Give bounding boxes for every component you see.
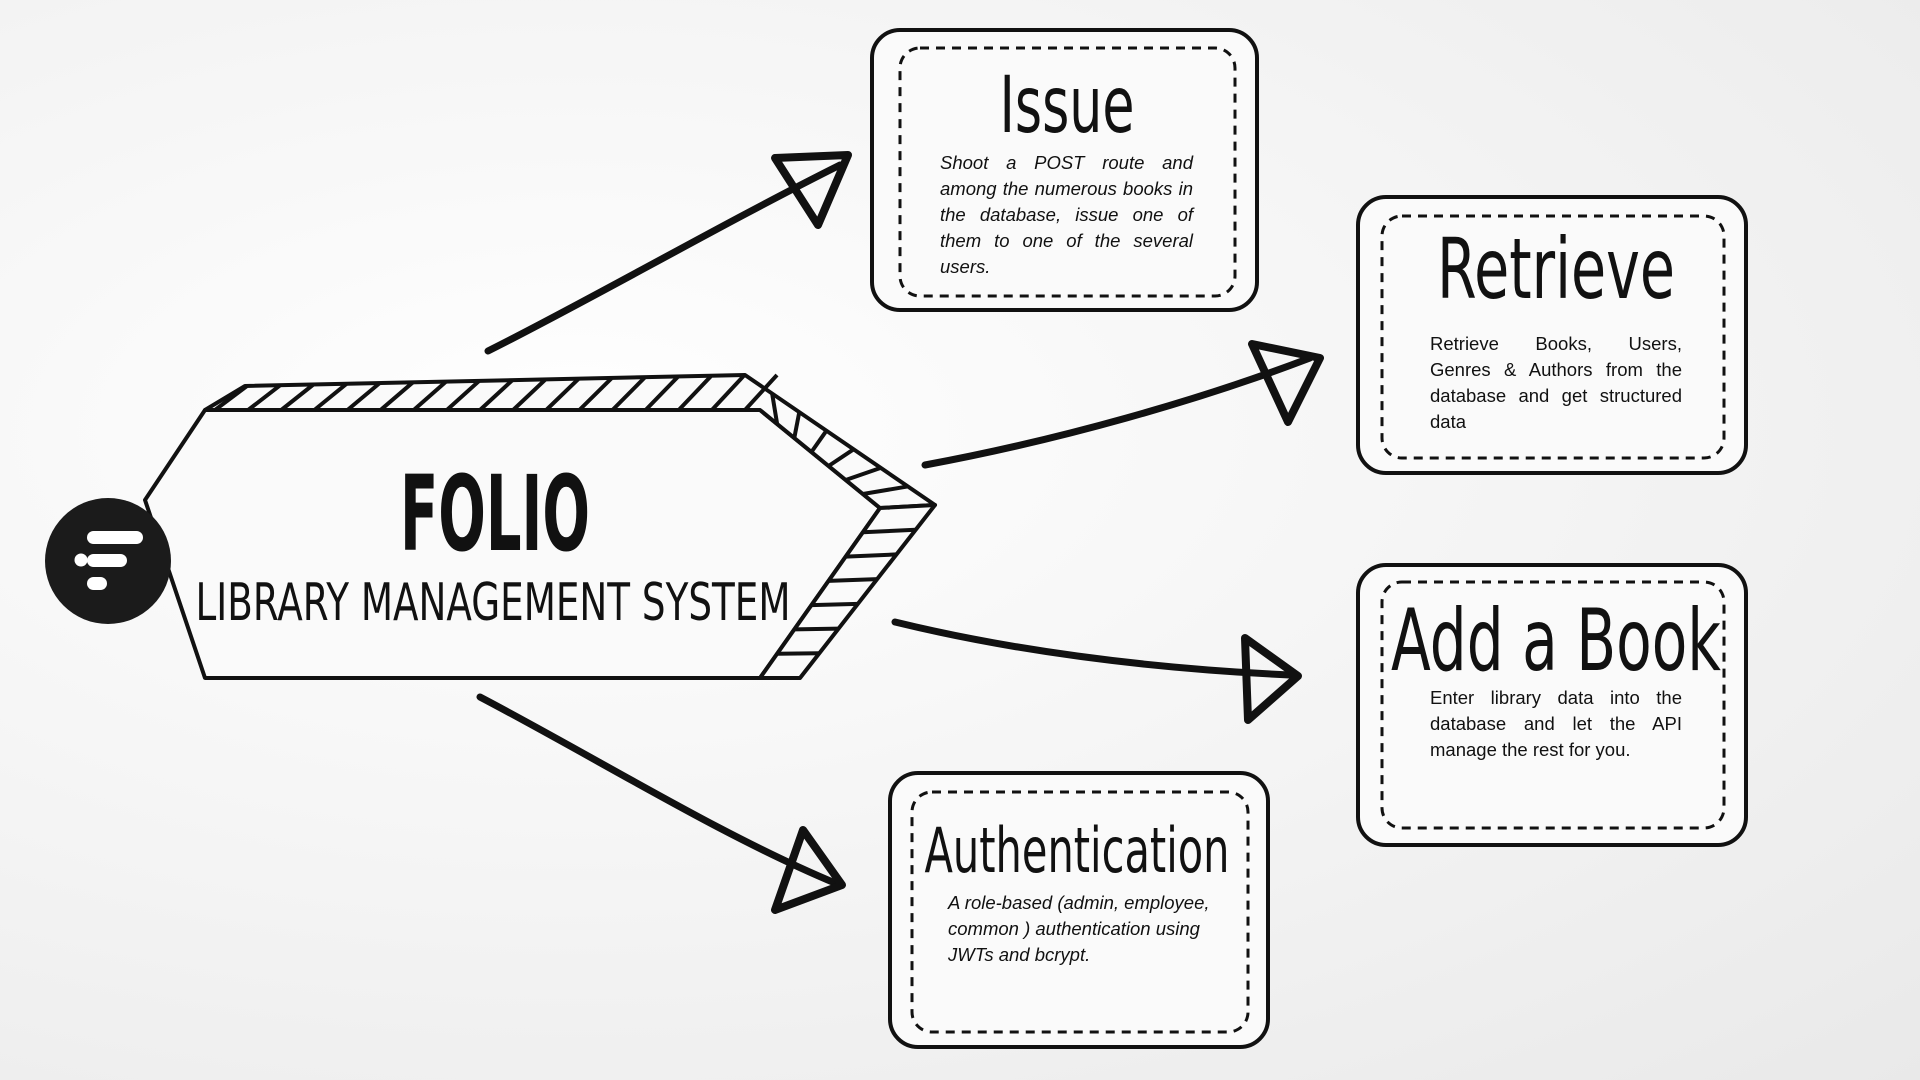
hatch-mark — [246, 383, 282, 412]
hatch-mark — [710, 374, 746, 412]
central-subtitle: LIBRARY MANAGEMENT SYSTEM — [196, 573, 791, 633]
hatch-mark — [811, 601, 858, 608]
hatch-mark — [770, 393, 780, 425]
hatch-mark — [792, 411, 802, 439]
hatch-mark — [827, 447, 855, 468]
hatch-mark — [743, 373, 779, 412]
card-retrieve-frame — [1356, 195, 1748, 475]
add-book-title: Add a Book — [1391, 591, 1721, 691]
hatch-mark — [794, 626, 839, 632]
arrow-to-issue — [484, 151, 852, 355]
authentication-description: A role-based (admin, employee, common ) … — [948, 892, 1210, 965]
hatch-mark — [644, 375, 680, 412]
retrieve-description: Retrieve Books, Users, Genres & Authors … — [1430, 333, 1682, 432]
arrow-to-retrieve — [921, 340, 1324, 469]
arrow-to-add-book — [891, 618, 1302, 724]
hatch-mark — [577, 377, 613, 412]
hatch-mark — [213, 384, 249, 412]
hatch-mark — [478, 379, 514, 412]
hatch-mark — [677, 374, 713, 412]
hatch-mark — [544, 377, 580, 412]
hatch-mark — [862, 484, 909, 496]
hatch-mark — [280, 383, 315, 412]
hatch-mark — [313, 382, 348, 412]
hatch-mark — [379, 381, 414, 412]
hatch-mark — [845, 465, 882, 482]
hatch-mark — [511, 378, 547, 412]
hatch-mark — [862, 527, 916, 535]
hatch-mark — [845, 552, 897, 559]
card-add-book-frame — [1356, 563, 1748, 847]
add-book-description: Enter library data into the database and… — [1430, 687, 1682, 760]
hatch-mark — [346, 381, 381, 412]
arrow-to-authentication — [476, 693, 846, 914]
hatch-mark — [809, 429, 829, 454]
banner-hatching — [213, 373, 916, 656]
folio-logo-icon — [45, 498, 171, 624]
hatch-mark — [445, 379, 481, 412]
issue-description: Shoot a POST route and among the numerou… — [940, 152, 1193, 277]
hatch-mark — [828, 577, 878, 583]
hatch-mark — [611, 376, 646, 412]
retrieve-title: Retrieve — [1437, 220, 1675, 318]
central-title: FOLIO — [400, 453, 590, 575]
central-banner — [143, 373, 937, 680]
authentication-title: Authentication — [925, 814, 1230, 887]
hatch-mark — [412, 380, 448, 412]
card-authentication-frame — [888, 771, 1270, 1049]
issue-title: Issue — [1000, 61, 1135, 151]
card-issue-frame — [870, 28, 1259, 312]
